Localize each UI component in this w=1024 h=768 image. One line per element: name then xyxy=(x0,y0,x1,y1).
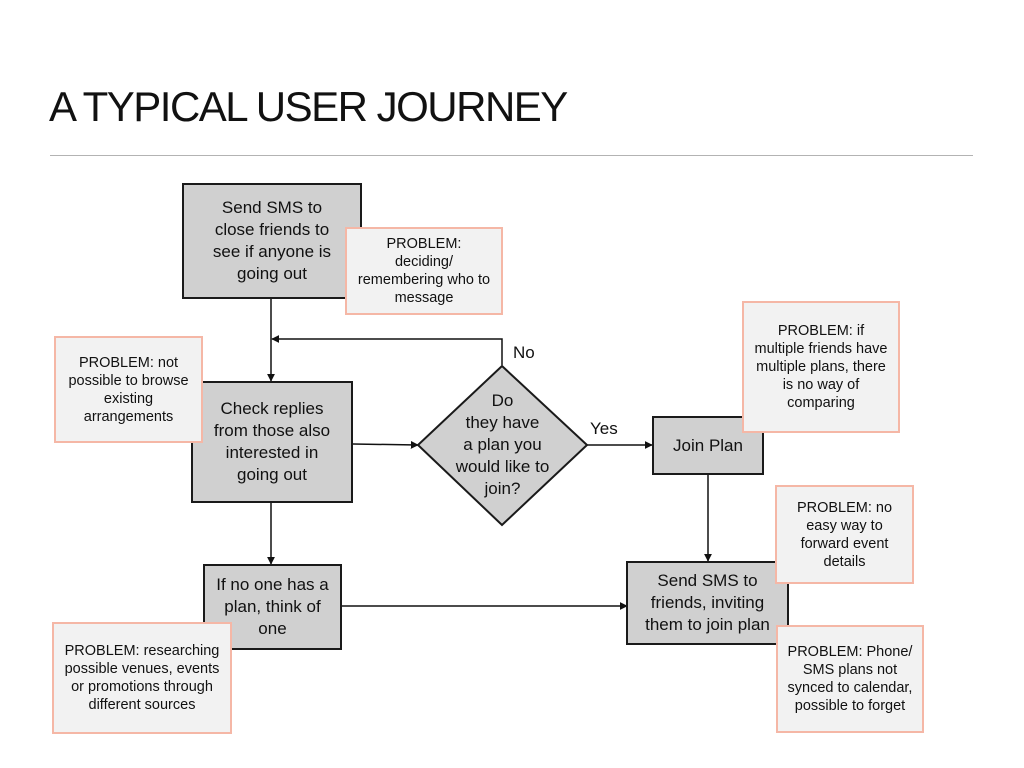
decision-diamond xyxy=(416,364,589,527)
step-think-of-plan: If no one has a plan, think of one xyxy=(203,564,342,650)
edge-label-yes: Yes xyxy=(590,419,618,438)
arrow-check-to-decision xyxy=(352,440,419,449)
problem-note-forward: PROBLEM: no easy way to forward event de… xyxy=(775,485,914,584)
step-check-replies: Check replies from those also interested… xyxy=(191,381,353,503)
problem-note-comparing: PROBLEM: if multiple friends have multip… xyxy=(742,301,900,433)
decision-label: Do they have a plan you would like to jo… xyxy=(455,391,550,498)
step-send-sms-invite: Send SMS to friends, inviting them to jo… xyxy=(626,561,789,645)
edge-label-no: No xyxy=(513,343,535,362)
problem-note-calendar: PROBLEM: Phone/ SMS plans not synced to … xyxy=(776,625,924,733)
problem-note-deciding: PROBLEM: deciding/ remembering who to me… xyxy=(345,227,503,315)
page-title: A TYPICAL USER JOURNEY xyxy=(49,83,568,130)
problem-note-researching: PROBLEM: researching possible venues, ev… xyxy=(52,622,232,734)
arrow-no-loop xyxy=(271,335,503,365)
step-send-sms-close-friends: Send SMS to close friends to see if anyo… xyxy=(182,183,362,299)
problem-note-browse: PROBLEM: not possible to browse existing… xyxy=(54,336,203,443)
title-divider xyxy=(50,155,973,156)
